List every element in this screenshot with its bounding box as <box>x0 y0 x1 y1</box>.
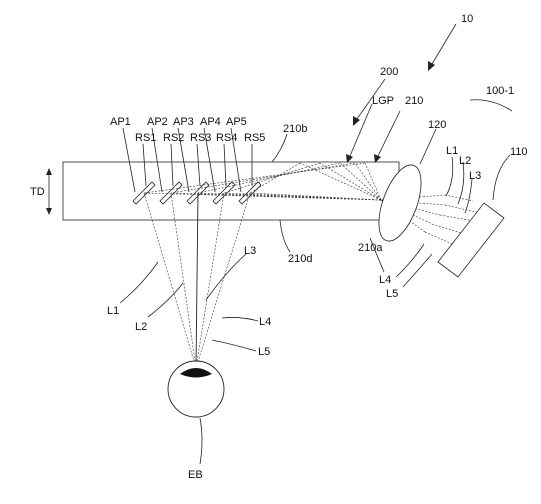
display-panel <box>437 202 505 278</box>
bottom-surface-label: 210d <box>288 253 312 265</box>
rs1-label: RS1 <box>135 132 156 144</box>
ray-l5-right-label: L5 <box>386 288 398 300</box>
lens-label: 120 <box>428 119 446 131</box>
lens <box>378 164 422 242</box>
output-rays <box>143 192 251 369</box>
ray-l4-bottom-label: L4 <box>259 316 271 328</box>
top-surface-label: 210b <box>283 123 307 135</box>
leader-lines <box>119 23 513 465</box>
side-surface-label: 210a <box>358 242 383 254</box>
ap3-label: AP3 <box>173 116 194 128</box>
ap4-label: AP4 <box>200 116 221 128</box>
optical-device-label: 200 <box>380 66 398 78</box>
guided-rays <box>143 162 382 201</box>
system-label: 10 <box>461 13 473 25</box>
ray-l4-right-label: L4 <box>379 274 391 286</box>
thickness-arrow <box>46 168 52 215</box>
rs2-label: RS2 <box>163 132 184 144</box>
ray-l3-bottom-label: L3 <box>244 245 256 257</box>
ray-l2-right-label: L2 <box>459 155 471 167</box>
projector-label: 100-1 <box>486 85 514 97</box>
ap1-label: AP1 <box>110 116 131 128</box>
eye <box>167 360 225 418</box>
ray-l1-bottom-label: L1 <box>107 305 119 317</box>
ray-l5-bottom-label: L5 <box>258 346 270 358</box>
ray-l3-right-label: L3 <box>469 170 481 182</box>
guide-label: 210 <box>405 95 423 107</box>
rs4-label: RS4 <box>216 132 237 144</box>
ap2-label: AP2 <box>147 116 168 128</box>
eye-label: EB <box>188 469 203 481</box>
ray-l1-right-label: L1 <box>446 145 458 157</box>
lgp-label: LGP <box>372 95 394 107</box>
display-label: 110 <box>510 146 528 158</box>
ray-l2-bottom-label: L2 <box>135 321 147 333</box>
rs3-label: RS3 <box>190 132 211 144</box>
thickness-label: TD <box>30 186 45 198</box>
ap5-label: AP5 <box>226 116 247 128</box>
rs5-label: RS5 <box>244 132 265 144</box>
